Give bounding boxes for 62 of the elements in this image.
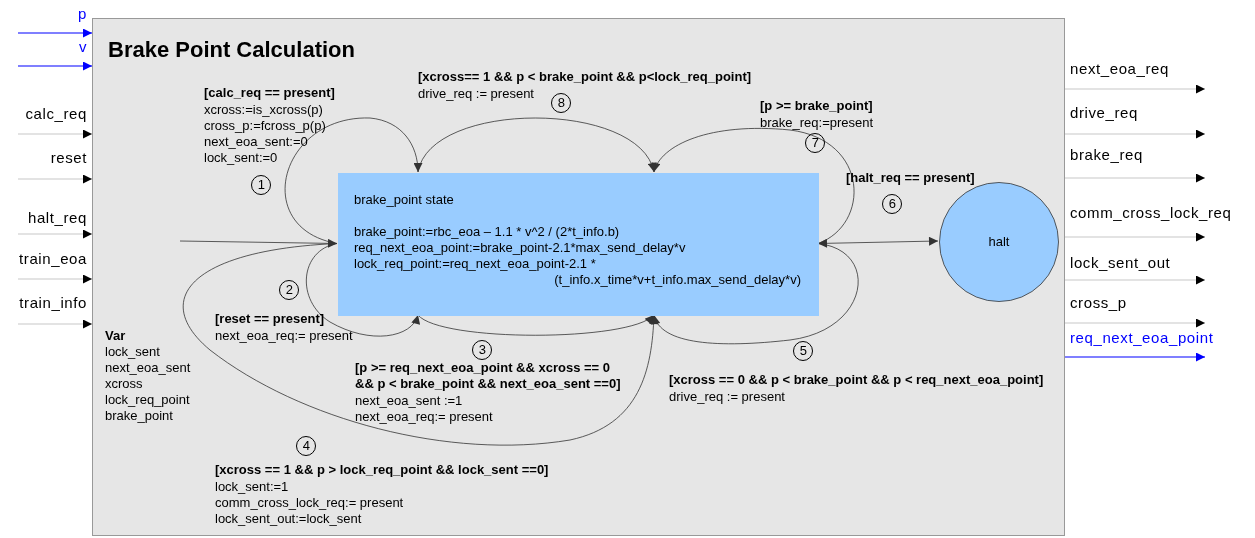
transition-guard: [xcross== 1 && p < brake_point && p<lock_req_point] (418, 69, 752, 85)
signal-label: train_info (19, 294, 87, 311)
transition-action: next_eoa_sent :=1 (355, 393, 463, 409)
transition-action: lock_sent_out:=lock_sent (215, 511, 362, 527)
state-assignment: lock_req_point:=req_next_eoa_point-2.1 * (t_info.x_time*v+t_info.max_send_delay*v) (354, 256, 801, 288)
transition-action: next_eoa_sent:=0 (204, 134, 308, 150)
signal-arrow (1064, 84, 1206, 94)
signal-label: brake_req (1070, 146, 1143, 163)
signal-label: v (78, 38, 87, 55)
state-name: brake_point state (354, 192, 455, 208)
signal-label: next_eoa_req (1070, 60, 1169, 77)
variable-name: next_eoa_sent (105, 360, 191, 376)
state-assignment: req_next_eoa_point:=brake_point-2.1*max_send_delay*v (354, 240, 687, 256)
component-frame (92, 18, 1065, 536)
transition-action: brake_req:=present (760, 115, 874, 131)
state-name: halt (988, 234, 1010, 250)
signal-arrow (17, 274, 93, 284)
variable-name: xcross (105, 376, 143, 392)
signal-arrow (1064, 173, 1206, 183)
signal-label: drive_req (1070, 104, 1138, 121)
variable-name: brake_point (105, 408, 173, 424)
signal-label: halt_req (28, 209, 87, 226)
transition-guard: [xcross == 0 && p < brake_point && p < req_next_eoa_point] (669, 372, 1044, 388)
signal-label: p (78, 5, 87, 22)
signal-arrow (1064, 275, 1206, 285)
signal-label: reset (50, 149, 87, 166)
transition-action: drive_req := present (418, 86, 534, 102)
signal-label: calc_req (25, 105, 87, 122)
signal-label: comm_cross_lock_req (1070, 204, 1232, 221)
transition-action: lock_sent:=0 (204, 150, 278, 166)
transition-action: next_eoa_req:= present (215, 328, 353, 344)
signal-arrow (1064, 352, 1206, 362)
transition-action: next_eoa_req:= present (355, 409, 493, 425)
signal-arrow (17, 129, 93, 139)
signal-label: train_eoa (19, 250, 87, 267)
transition-guard: [halt_req == present] (846, 170, 975, 186)
state-box (338, 173, 819, 316)
component-title: Brake Point Calculation (108, 37, 355, 63)
signal-arrow (1064, 129, 1206, 139)
variable-name: lock_req_point (105, 392, 190, 408)
signal-label: cross_p (1070, 294, 1127, 311)
transition-guard: [calc_req == present] (204, 85, 335, 101)
signal-arrow (17, 174, 93, 184)
transition-guard: [reset == present] (215, 311, 325, 327)
transition-action: drive_req := present (669, 389, 785, 405)
transition-action: lock_sent:=1 (215, 479, 289, 495)
signal-arrow (17, 28, 93, 38)
transition-action: comm_cross_lock_req:= present (215, 495, 404, 511)
signal-arrow (1064, 232, 1206, 242)
signal-arrow (17, 229, 93, 239)
variables-heading: Var (105, 328, 126, 344)
transition-action: cross_p:=fcross_p(p) (204, 118, 326, 134)
variable-name: lock_sent (105, 344, 160, 360)
signal-label: req_next_eoa_point (1070, 329, 1214, 346)
state-assignment: brake_point:=rbc_eoa – 1.1 * v^2 / (2*t_info.b) (354, 224, 621, 240)
signal-arrow (1064, 318, 1206, 328)
transition-action: xcross:=is_xcross(p) (204, 102, 323, 118)
signal-arrow (17, 319, 93, 329)
signal-label: lock_sent_out (1070, 254, 1171, 271)
signal-arrow (17, 61, 93, 71)
transition-guard: [p >= brake_point] (760, 98, 873, 114)
transition-guard: [xcross == 1 && p > lock_req_point && lock_sent ==0] (215, 462, 549, 478)
